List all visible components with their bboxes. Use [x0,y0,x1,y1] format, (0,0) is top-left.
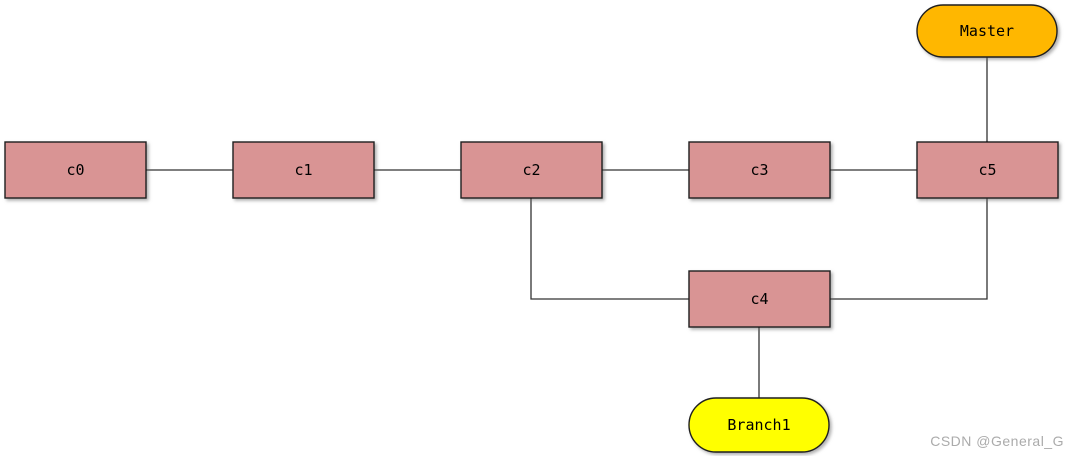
c1-shape [232,141,375,199]
edges-layer [134,57,994,398]
c4-label: c4 [750,290,768,308]
commit-node-c5: c5 [916,141,1059,199]
branch1-shape [688,397,830,453]
c2-label: c2 [522,161,540,179]
c0-shape [4,141,147,199]
csdn-watermark: CSDN @General_G [930,433,1064,449]
commit-node-c3: c3 [688,141,831,199]
edge-c4-to-c2 [524,186,689,300]
c0-label: c0 [66,161,84,179]
c4-shape [688,270,831,328]
c5-label: c5 [978,161,996,179]
commit-node-c2: c2 [460,141,603,199]
branch-pointer-branch1: Branch1 [688,397,830,453]
c2-shape [460,141,603,199]
c3-label: c3 [750,161,768,179]
commit-node-c1: c1 [232,141,375,199]
edge-c5-to-c4 [818,198,988,306]
commit-node-c0: c0 [4,141,147,199]
branch1-label: Branch1 [727,416,790,434]
c1-label: c1 [294,161,312,179]
c5-shape [916,141,1059,199]
master-label: Master [960,22,1014,40]
commit-node-c4: c4 [688,270,831,328]
c3-shape [688,141,831,199]
branch-pointer-master: Master [916,4,1058,58]
master-shape [916,4,1058,58]
